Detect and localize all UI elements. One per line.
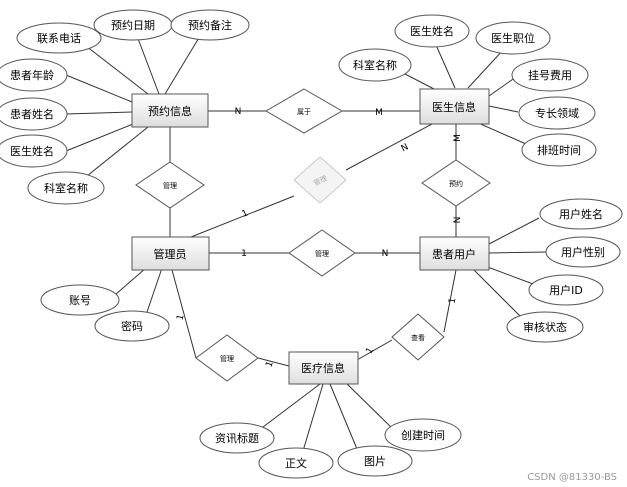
entity-medical: 医疗信息 (288, 351, 359, 385)
card-doctor-appoint: M (453, 134, 463, 142)
entity-patient: 患者用户 (419, 236, 490, 271)
card-admin-manage-medical: 1 (175, 313, 186, 321)
attr-doctor-name: 医生姓名 (394, 14, 470, 48)
attr-appointment-department: 科室名称 (27, 171, 105, 205)
card-manage-doctor-doctor: N (400, 142, 411, 154)
svg-text:资讯标题: 资讯标题 (215, 431, 259, 445)
rel-manage-doctor: 管理 (293, 156, 347, 204)
svg-text:挂号费用: 挂号费用 (528, 68, 572, 82)
entity-label: 医生信息 (432, 100, 476, 114)
card-admin-manage-patient: 1 (241, 249, 247, 259)
card-manage-patient-patient: N (382, 249, 389, 259)
attr-appointment-date: 预约日期 (93, 9, 173, 41)
attr-appointment-note: 预约备注 (170, 9, 250, 41)
rel-view: 查看 (391, 313, 445, 361)
svg-text:创建时间: 创建时间 (401, 428, 445, 442)
svg-text:患者姓名: 患者姓名 (10, 107, 54, 121)
svg-text:查看: 查看 (411, 333, 425, 342)
connection-lines (65, 35, 549, 452)
attr-review-status: 审核状态 (506, 311, 584, 343)
card-view-medical: 1 (365, 346, 377, 356)
rel-belongs: 属于 (265, 88, 343, 134)
attr-user-name: 用户姓名 (539, 198, 623, 230)
attr-account: 账号 (40, 284, 120, 316)
entity-label: 医疗信息 (301, 361, 345, 375)
svg-text:用户姓名: 用户姓名 (559, 207, 603, 221)
svg-text:管理: 管理 (315, 249, 329, 258)
attr-doctor-schedule: 排班时间 (521, 133, 597, 167)
attr-user-id: 用户ID (528, 274, 604, 306)
attr-appointment-phone: 联系电话 (16, 22, 102, 54)
attr-appointment-doctor-name: 医生姓名 (0, 134, 68, 168)
svg-text:医生姓名: 医生姓名 (10, 144, 54, 158)
svg-text:医生姓名: 医生姓名 (410, 24, 454, 38)
svg-text:账号: 账号 (69, 294, 91, 307)
watermark: CSDN @81330-BS (527, 472, 617, 483)
rel-manage-patient: 管理 (288, 229, 356, 277)
card-appointment-belongs: N (235, 107, 242, 117)
svg-text:审核状态: 审核状态 (523, 320, 567, 334)
entity-label: 管理员 (154, 247, 187, 261)
svg-text:科室名称: 科室名称 (44, 181, 88, 195)
attr-doctor-fee: 挂号费用 (511, 58, 589, 92)
attr-doctor-position: 医生职位 (475, 21, 551, 55)
svg-text:属于: 属于 (297, 108, 311, 116)
entity-label: 预约信息 (148, 104, 192, 118)
card-admin-manage-doctor: 1 (241, 208, 250, 219)
svg-text:用户ID: 用户ID (549, 283, 583, 297)
rel-manage-appointment: 管理 (135, 161, 205, 209)
svg-text:联系电话: 联系电话 (37, 32, 81, 45)
svg-text:正文: 正文 (285, 456, 307, 470)
rel-manage-medical: 管理 (195, 334, 259, 382)
svg-text:预约备注: 预约备注 (188, 18, 232, 32)
attr-patient-age: 患者年龄 (0, 58, 68, 92)
entity-doctor: 医生信息 (419, 88, 490, 125)
attr-image: 图片 (337, 445, 413, 477)
entity-appointment: 预约信息 (131, 93, 209, 128)
svg-text:用户性别: 用户性别 (561, 245, 605, 259)
cardinality-labels: N M M N 1 N 1 N 1 1 1 1 (175, 107, 463, 369)
attr-doctor-department: 科室名称 (338, 48, 412, 82)
card-patient-view: 1 (448, 297, 459, 304)
attr-password: 密码 (94, 310, 170, 342)
svg-text:管理: 管理 (220, 354, 234, 363)
svg-text:专长领域: 专长领域 (535, 106, 579, 120)
card-appoint-patient: N (453, 217, 463, 224)
attr-patient-name: 患者姓名 (0, 97, 68, 131)
svg-text:管理: 管理 (163, 181, 177, 190)
svg-text:科室名称: 科室名称 (353, 58, 397, 72)
card-manage-medical-medical: 1 (264, 360, 275, 369)
svg-text:图片: 图片 (364, 455, 386, 468)
attr-user-gender: 用户性别 (545, 236, 621, 268)
entity-admin: 管理员 (131, 236, 210, 271)
attr-created-time: 创建时间 (384, 418, 462, 452)
svg-text:预约: 预约 (449, 179, 463, 188)
svg-text:医生职位: 医生职位 (491, 31, 535, 45)
svg-text:预约日期: 预约日期 (111, 19, 155, 32)
attr-doctor-specialty: 专长领域 (518, 96, 596, 130)
card-belongs-doctor: M (375, 108, 383, 118)
entity-label: 患者用户 (432, 247, 476, 261)
attr-info-title: 资讯标题 (199, 422, 275, 454)
svg-text:密码: 密码 (121, 319, 143, 333)
svg-text:患者年龄: 患者年龄 (10, 68, 54, 82)
svg-text:排班时间: 排班时间 (537, 143, 581, 157)
attr-body-text: 正文 (258, 447, 334, 479)
rel-appoint: 预约 (421, 159, 491, 207)
